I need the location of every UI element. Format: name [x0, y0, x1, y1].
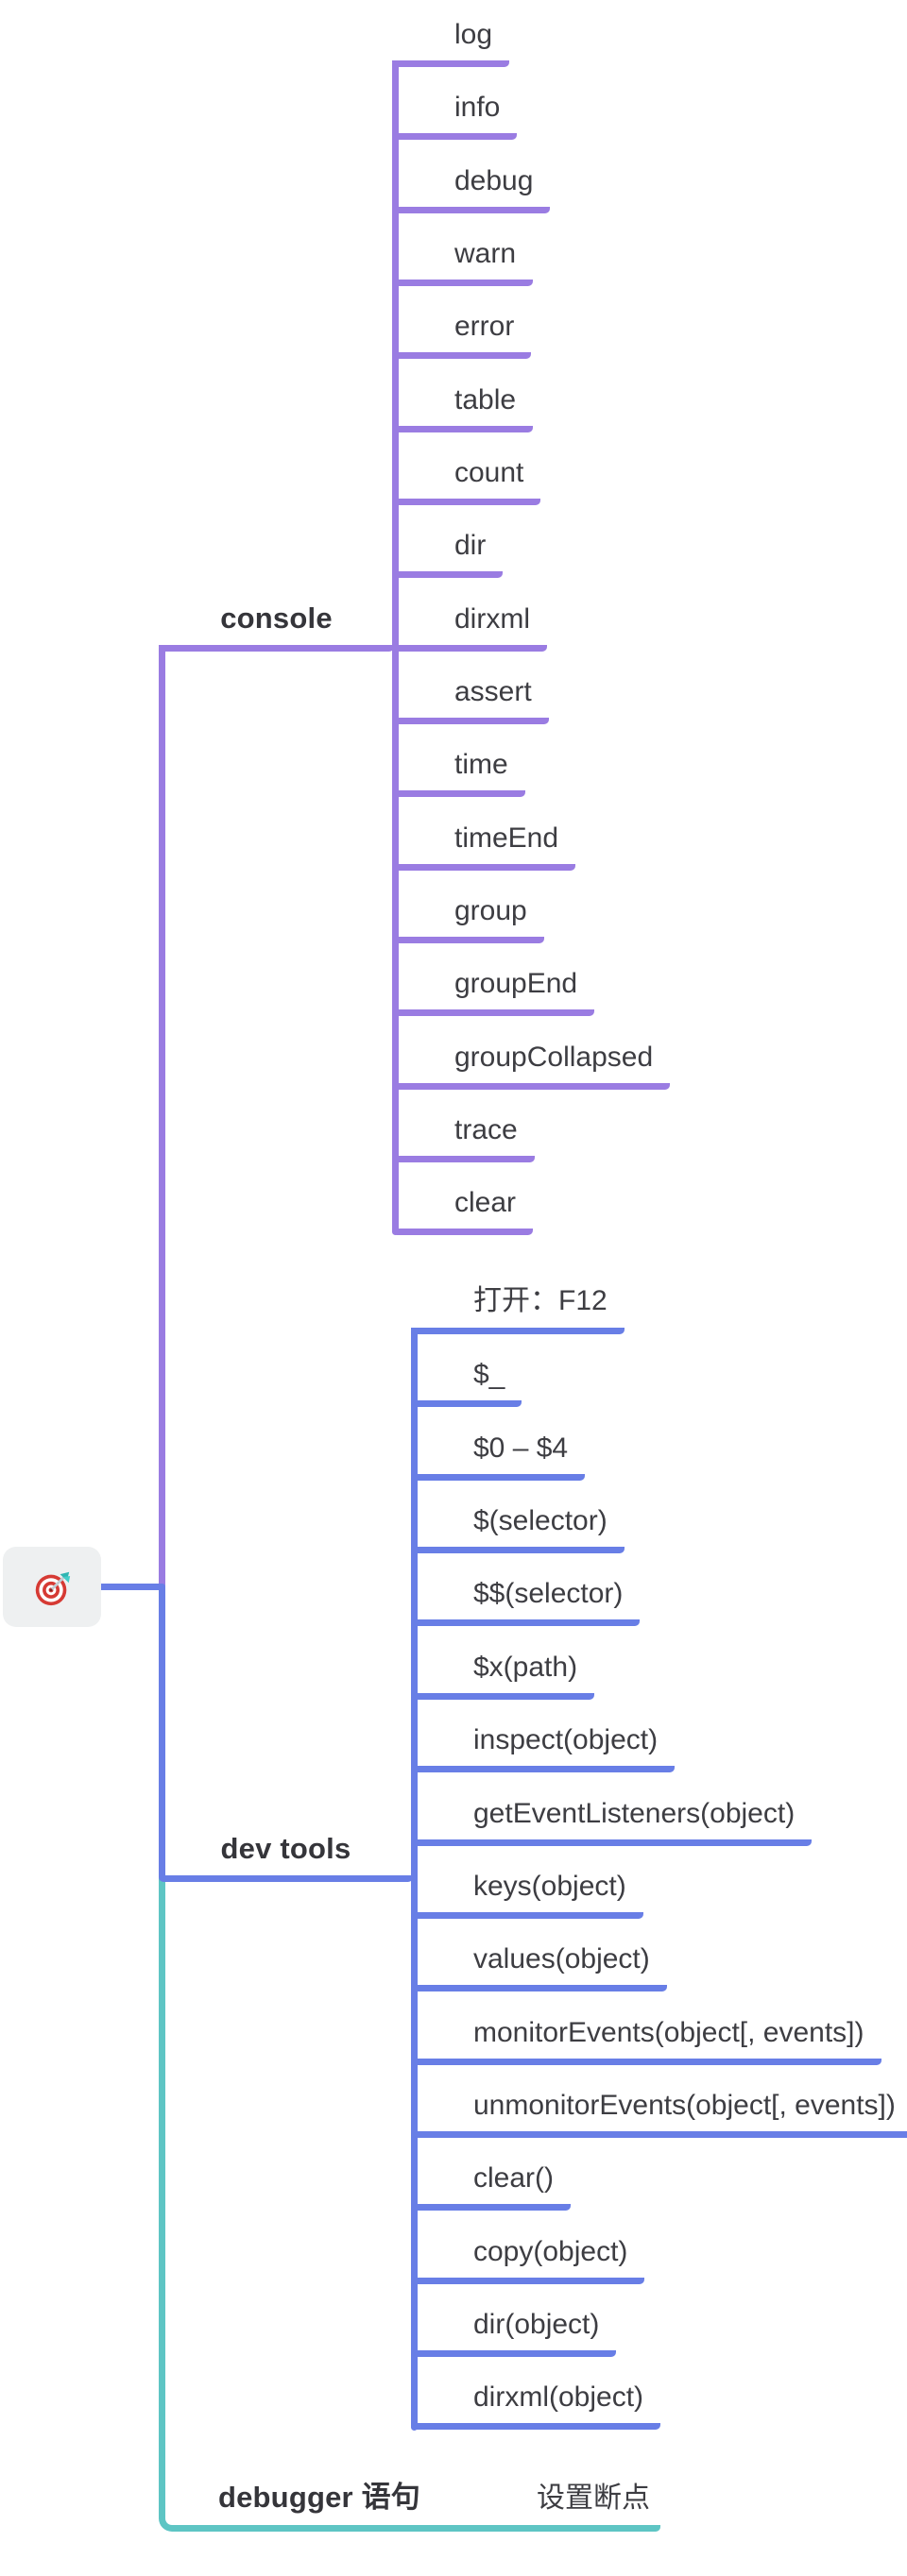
- node-console-11[interactable]: timeEnd: [392, 802, 576, 871]
- node-label: unmonitorEvents(object[, events]): [473, 2090, 896, 2121]
- node-dev-tools-5[interactable]: $x(path): [411, 1631, 595, 1700]
- devtools-children-line: [411, 1328, 418, 2431]
- node-dev-tools-0[interactable]: 打开：F12: [411, 1265, 625, 1334]
- node-console-14[interactable]: groupCollapsed: [392, 1021, 671, 1090]
- node-console-7[interactable]: dir: [392, 509, 504, 578]
- root-connector-line: [98, 1584, 165, 1590]
- node-label: groupEnd: [454, 968, 578, 999]
- node-dev-tools-14[interactable]: dir(object): [411, 2288, 617, 2357]
- node-label: error: [454, 311, 515, 342]
- branch-label-text: console: [220, 602, 333, 635]
- branch-label-console[interactable]: console: [159, 583, 394, 652]
- node-label: assert: [454, 676, 532, 707]
- dart-target-emoji: [35, 1571, 71, 1605]
- node-label: dirxml: [454, 603, 530, 635]
- node-console-8[interactable]: dirxml: [392, 583, 547, 652]
- node-label: debug: [454, 165, 534, 196]
- node-dev-tools-2[interactable]: $0 – $4: [411, 1412, 586, 1481]
- node-dev-tools-4[interactable]: $$(selector): [411, 1557, 641, 1626]
- node-label: time: [454, 749, 508, 780]
- node-console-3[interactable]: warn: [392, 217, 534, 286]
- node-label: dirxml(object): [473, 2381, 644, 2413]
- node-console-0[interactable]: log: [392, 0, 510, 67]
- node-label: clear: [454, 1187, 517, 1218]
- node-dev-tools-9[interactable]: values(object): [411, 1923, 667, 1991]
- node-label: group: [454, 895, 527, 926]
- node-dev-tools-12[interactable]: clear(): [411, 2142, 572, 2211]
- node-dev-tools-10[interactable]: monitorEvents(object[, events]): [411, 1996, 881, 2065]
- node-label: values(object): [473, 1943, 650, 1974]
- node-dev-tools-8[interactable]: keys(object): [411, 1850, 643, 1919]
- node-label: $0 – $4: [473, 1432, 569, 1464]
- node-dev-tools-11[interactable]: unmonitorEvents(object[, events]): [411, 2069, 907, 2138]
- node-dev-tools-7[interactable]: getEventListeners(object): [411, 1777, 813, 1846]
- node-label: groupCollapsed: [454, 1042, 654, 1073]
- node-label: 设置断点: [537, 2483, 650, 2514]
- branch-label-debugger[interactable]: debugger 语句: [159, 2463, 480, 2525]
- node-dev-tools-15[interactable]: dirxml(object): [411, 2361, 661, 2430]
- node-label: getEventListeners(object): [473, 1798, 796, 1829]
- node-label: info: [454, 92, 501, 123]
- node-label: clear(): [473, 2162, 555, 2194]
- node-console-4[interactable]: error: [392, 290, 532, 359]
- branch-label-text: dev tools: [220, 1832, 351, 1865]
- node-console-6[interactable]: count: [392, 436, 541, 505]
- node-label: warn: [454, 238, 517, 269]
- debugger-trunk-line: [159, 1876, 660, 2532]
- node-console-2[interactable]: debug: [392, 144, 551, 213]
- node-label: table: [454, 384, 517, 415]
- node-console-9[interactable]: assert: [392, 655, 549, 724]
- node-console-1[interactable]: info: [392, 71, 518, 140]
- node-label: log: [454, 19, 493, 50]
- root-node[interactable]: [3, 1547, 101, 1627]
- node-console-15[interactable]: trace: [392, 1093, 535, 1162]
- node-console-10[interactable]: time: [392, 728, 525, 797]
- node-label: 打开：F12: [473, 1285, 608, 1316]
- node-label: monitorEvents(object[, events]): [473, 2017, 864, 2048]
- node-set-breakpoint[interactable]: 设置断点: [537, 2463, 650, 2525]
- node-dev-tools-6[interactable]: inspect(object): [411, 1703, 676, 1772]
- node-label: $$(selector): [473, 1578, 624, 1609]
- console-trunk-line: [159, 645, 165, 1590]
- node-label: dir: [454, 530, 487, 561]
- node-label: $x(path): [473, 1652, 578, 1683]
- node-console-13[interactable]: groupEnd: [392, 947, 595, 1016]
- node-label: $(selector): [473, 1505, 608, 1536]
- node-label: timeEnd: [454, 822, 559, 854]
- node-label: dir(object): [473, 2309, 600, 2340]
- branch-label-dev-tools[interactable]: dev tools: [159, 1813, 413, 1882]
- node-dev-tools-3[interactable]: $(selector): [411, 1484, 625, 1553]
- node-label: $_: [473, 1359, 505, 1390]
- node-label: inspect(object): [473, 1724, 659, 1755]
- node-console-16[interactable]: clear: [392, 1166, 534, 1235]
- node-dev-tools-13[interactable]: copy(object): [411, 2215, 645, 2284]
- devtools-trunk-line: [159, 1584, 165, 1882]
- node-label: keys(object): [473, 1871, 626, 1902]
- node-label: count: [454, 457, 524, 488]
- node-label: copy(object): [473, 2236, 628, 2267]
- node-console-5[interactable]: table: [392, 364, 534, 432]
- branch-label-text: debugger 语句: [217, 2481, 421, 2514]
- node-dev-tools-1[interactable]: $_: [411, 1338, 522, 1407]
- node-label: trace: [454, 1114, 518, 1145]
- node-console-12[interactable]: group: [392, 874, 544, 943]
